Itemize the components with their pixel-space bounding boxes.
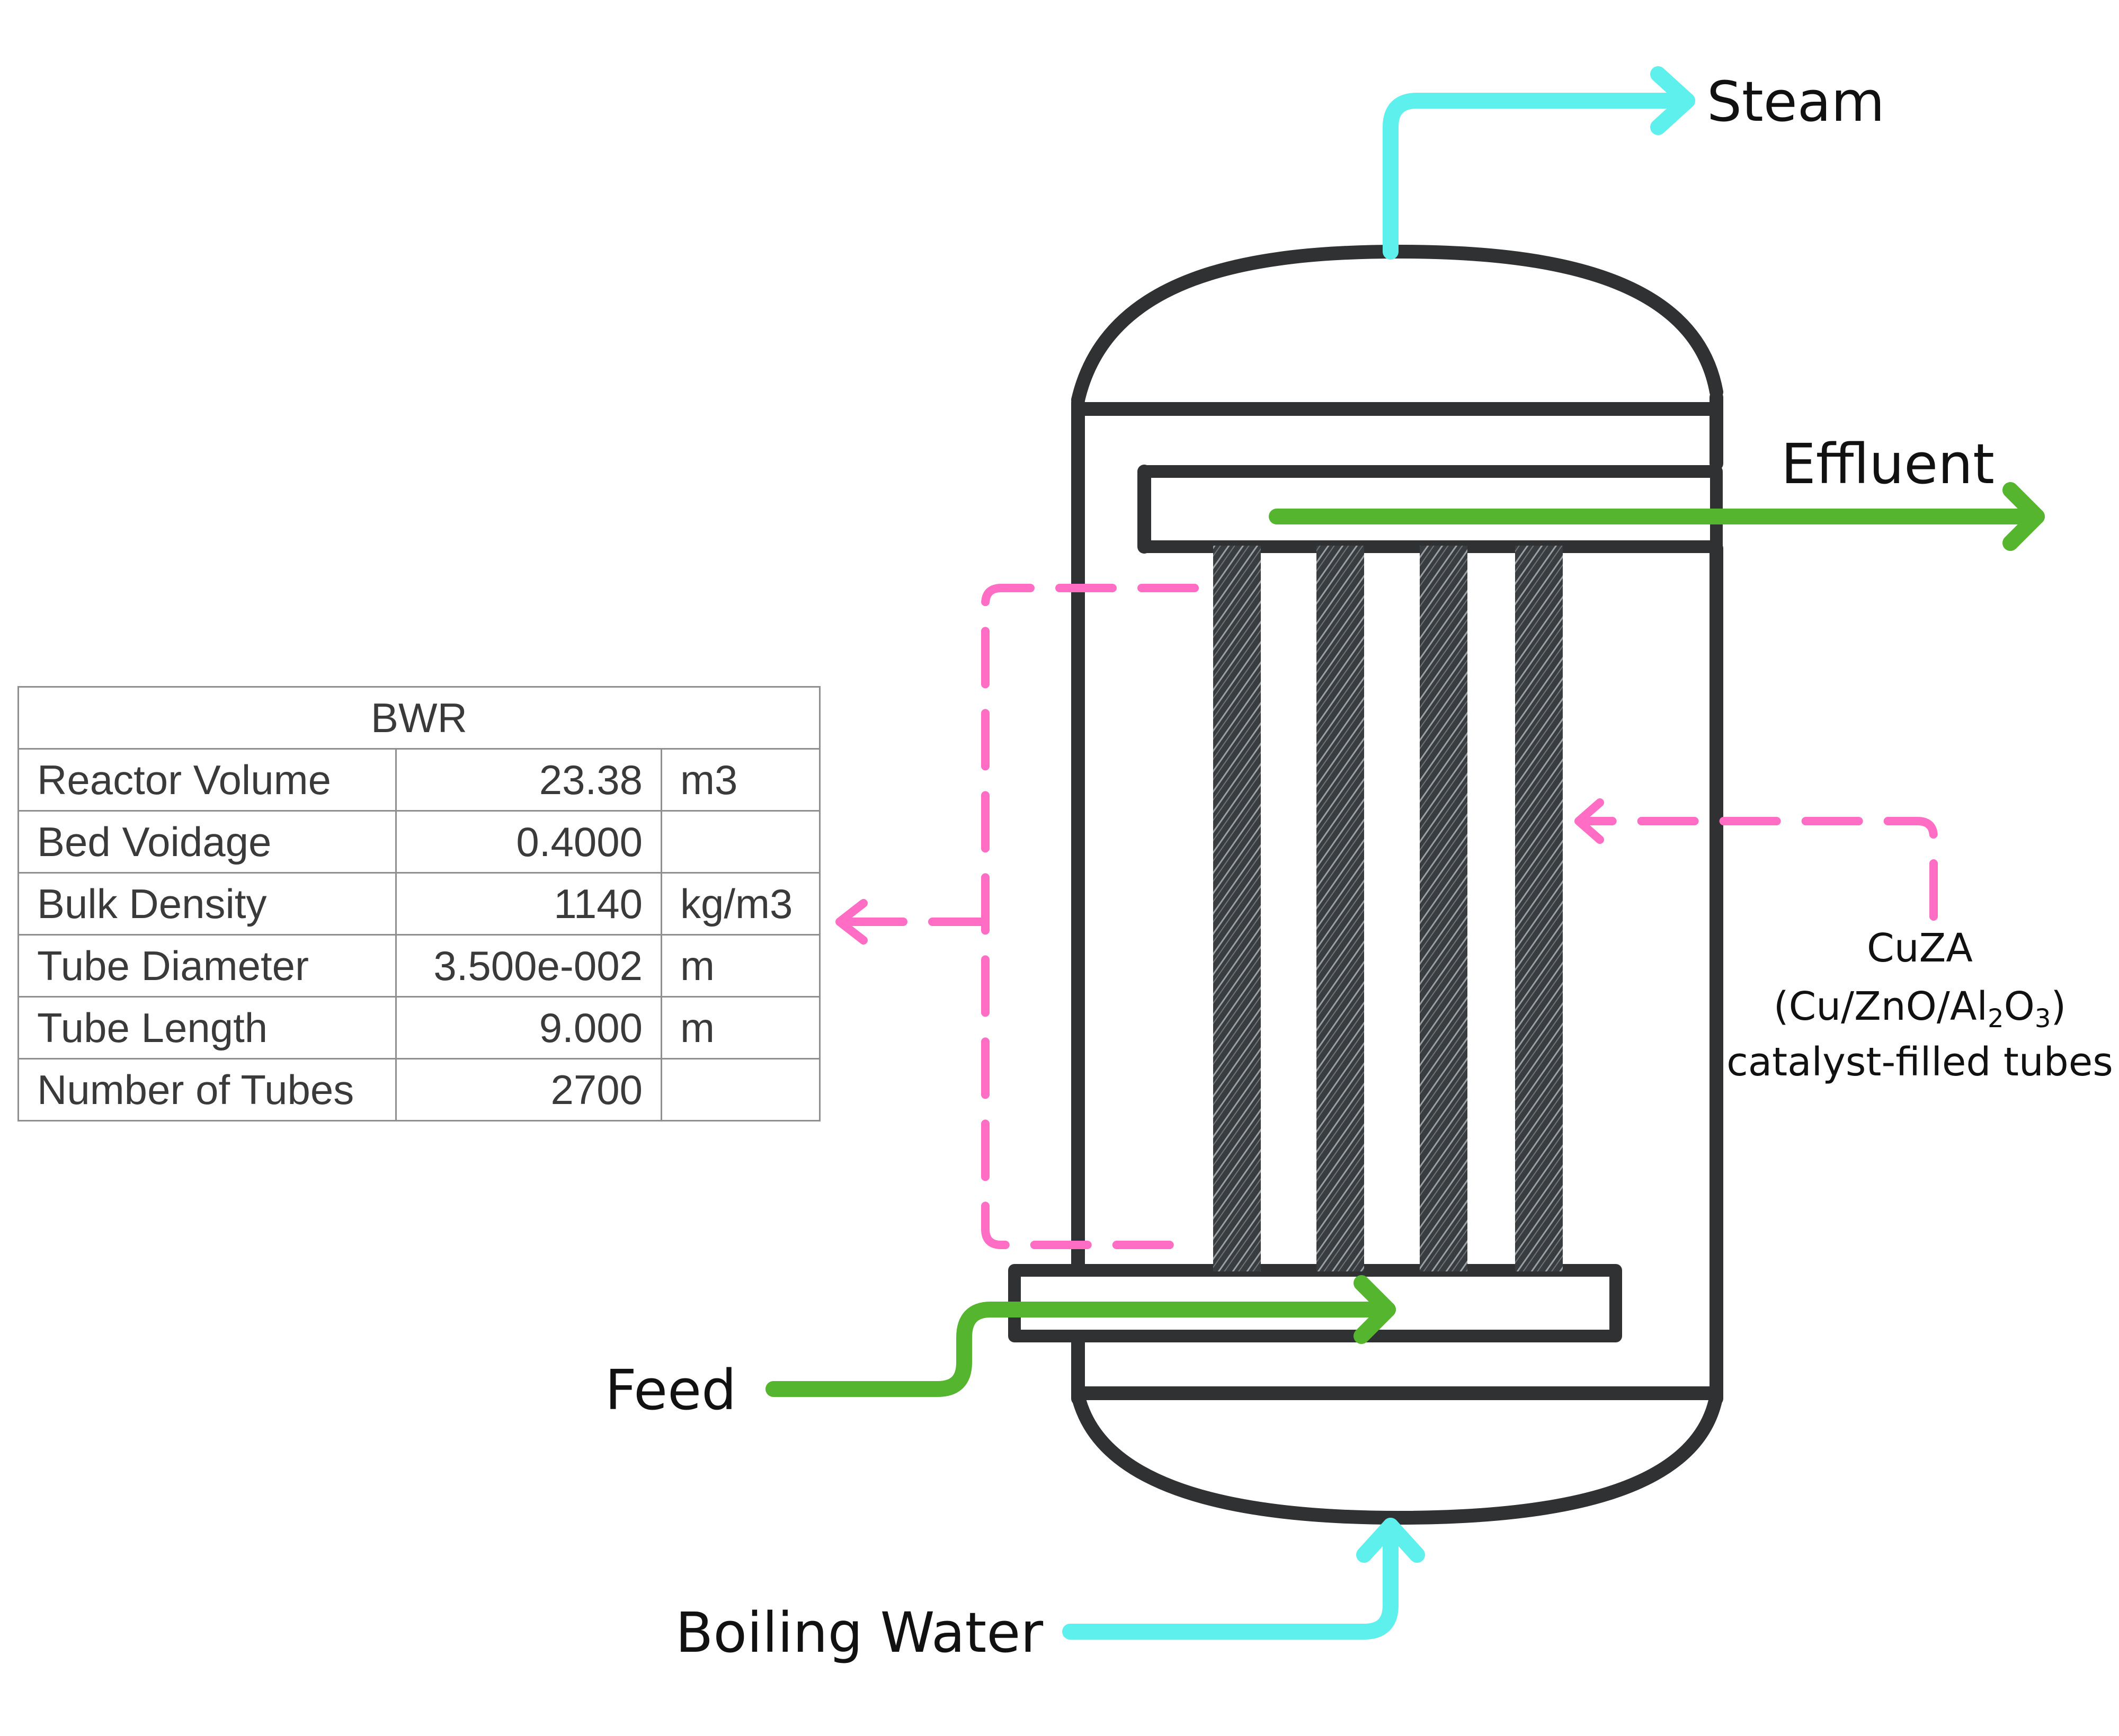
steam-label: Steam <box>1707 69 1885 134</box>
feed-stream: Feed <box>605 1275 1396 1422</box>
row-value: 1140 <box>395 872 662 936</box>
callout-bracket <box>981 584 1199 1249</box>
catalyst-callout: CuZA (Cu/ZnO/Al2O3) catalyst-filled tube… <box>1574 798 2113 1085</box>
row-value: 2700 <box>395 1058 662 1121</box>
feed-label: Feed <box>605 1358 736 1422</box>
steam-line <box>1383 93 1695 260</box>
feed-arrowhead <box>1354 1275 1396 1344</box>
boiling-water-stream: Boiling Water <box>675 1518 1425 1665</box>
bwr-spec-table: BWR Reactor Volume 23.38 m3 Bed Voidage … <box>17 686 821 1121</box>
table-row: Tube Diameter 3.500e-002 m <box>17 934 821 998</box>
row-unit: kg/m3 <box>661 872 821 936</box>
catalyst-arrowhead <box>1574 798 1604 844</box>
table-row: Tube Length 9.000 m <box>17 996 821 1060</box>
row-value: 23.38 <box>395 748 662 812</box>
reactor-vessel <box>1008 245 1723 1525</box>
table-row: Reactor Volume 23.38 m3 <box>17 748 821 812</box>
catalyst-tube-2 <box>1316 546 1364 1271</box>
catalyst-label-line2: (Cu/ZnO/Al2O3) <box>1774 984 2067 1034</box>
row-unit: m3 <box>661 748 821 812</box>
row-unit <box>661 1058 821 1121</box>
table-title: BWR <box>17 686 821 750</box>
catalyst-tube-4 <box>1515 546 1563 1271</box>
table-callout <box>835 584 1199 1249</box>
feed-line <box>765 1302 1396 1397</box>
row-unit <box>661 810 821 874</box>
row-name: Reactor Volume <box>17 748 397 812</box>
top-dome <box>1071 245 1723 407</box>
catalyst-label-line3: catalyst-filled tubes <box>1726 1039 2113 1085</box>
row-unit: m <box>661 996 821 1060</box>
table-row: Bulk Density 1140 kg/m3 <box>17 872 821 936</box>
callout-arrowhead <box>835 899 868 945</box>
steam-arrowhead <box>1650 66 1695 135</box>
effluent-stream: Effluent <box>1269 432 2045 551</box>
catalyst-tube-1 <box>1213 546 1261 1271</box>
row-value: 3.500e-002 <box>395 934 662 998</box>
table-row: Bed Voidage 0.4000 <box>17 810 821 874</box>
row-value: 0.4000 <box>395 810 662 874</box>
row-unit: m <box>661 934 821 998</box>
row-name: Number of Tubes <box>17 1058 397 1121</box>
catalyst-label-line1: CuZA <box>1867 925 1973 971</box>
bottom-dome <box>1071 1389 1723 1525</box>
table-row: Number of Tubes 2700 <box>17 1058 821 1121</box>
row-name: Bulk Density <box>17 872 397 936</box>
row-value: 9.000 <box>395 996 662 1060</box>
effluent-arrowhead <box>2002 482 2045 551</box>
effluent-label: Effluent <box>1781 432 1995 496</box>
boiling-water-arrowhead <box>1356 1518 1425 1563</box>
row-name: Tube Length <box>17 996 397 1060</box>
catalyst-tube-3 <box>1420 546 1467 1271</box>
boiling-water-line <box>1062 1518 1399 1640</box>
row-name: Tube Diameter <box>17 934 397 998</box>
steam-stream: Steam <box>1383 66 1885 260</box>
row-name: Bed Voidage <box>17 810 397 874</box>
catalyst-pointer <box>1577 817 1938 921</box>
boiling-water-label: Boiling Water <box>675 1600 1043 1665</box>
